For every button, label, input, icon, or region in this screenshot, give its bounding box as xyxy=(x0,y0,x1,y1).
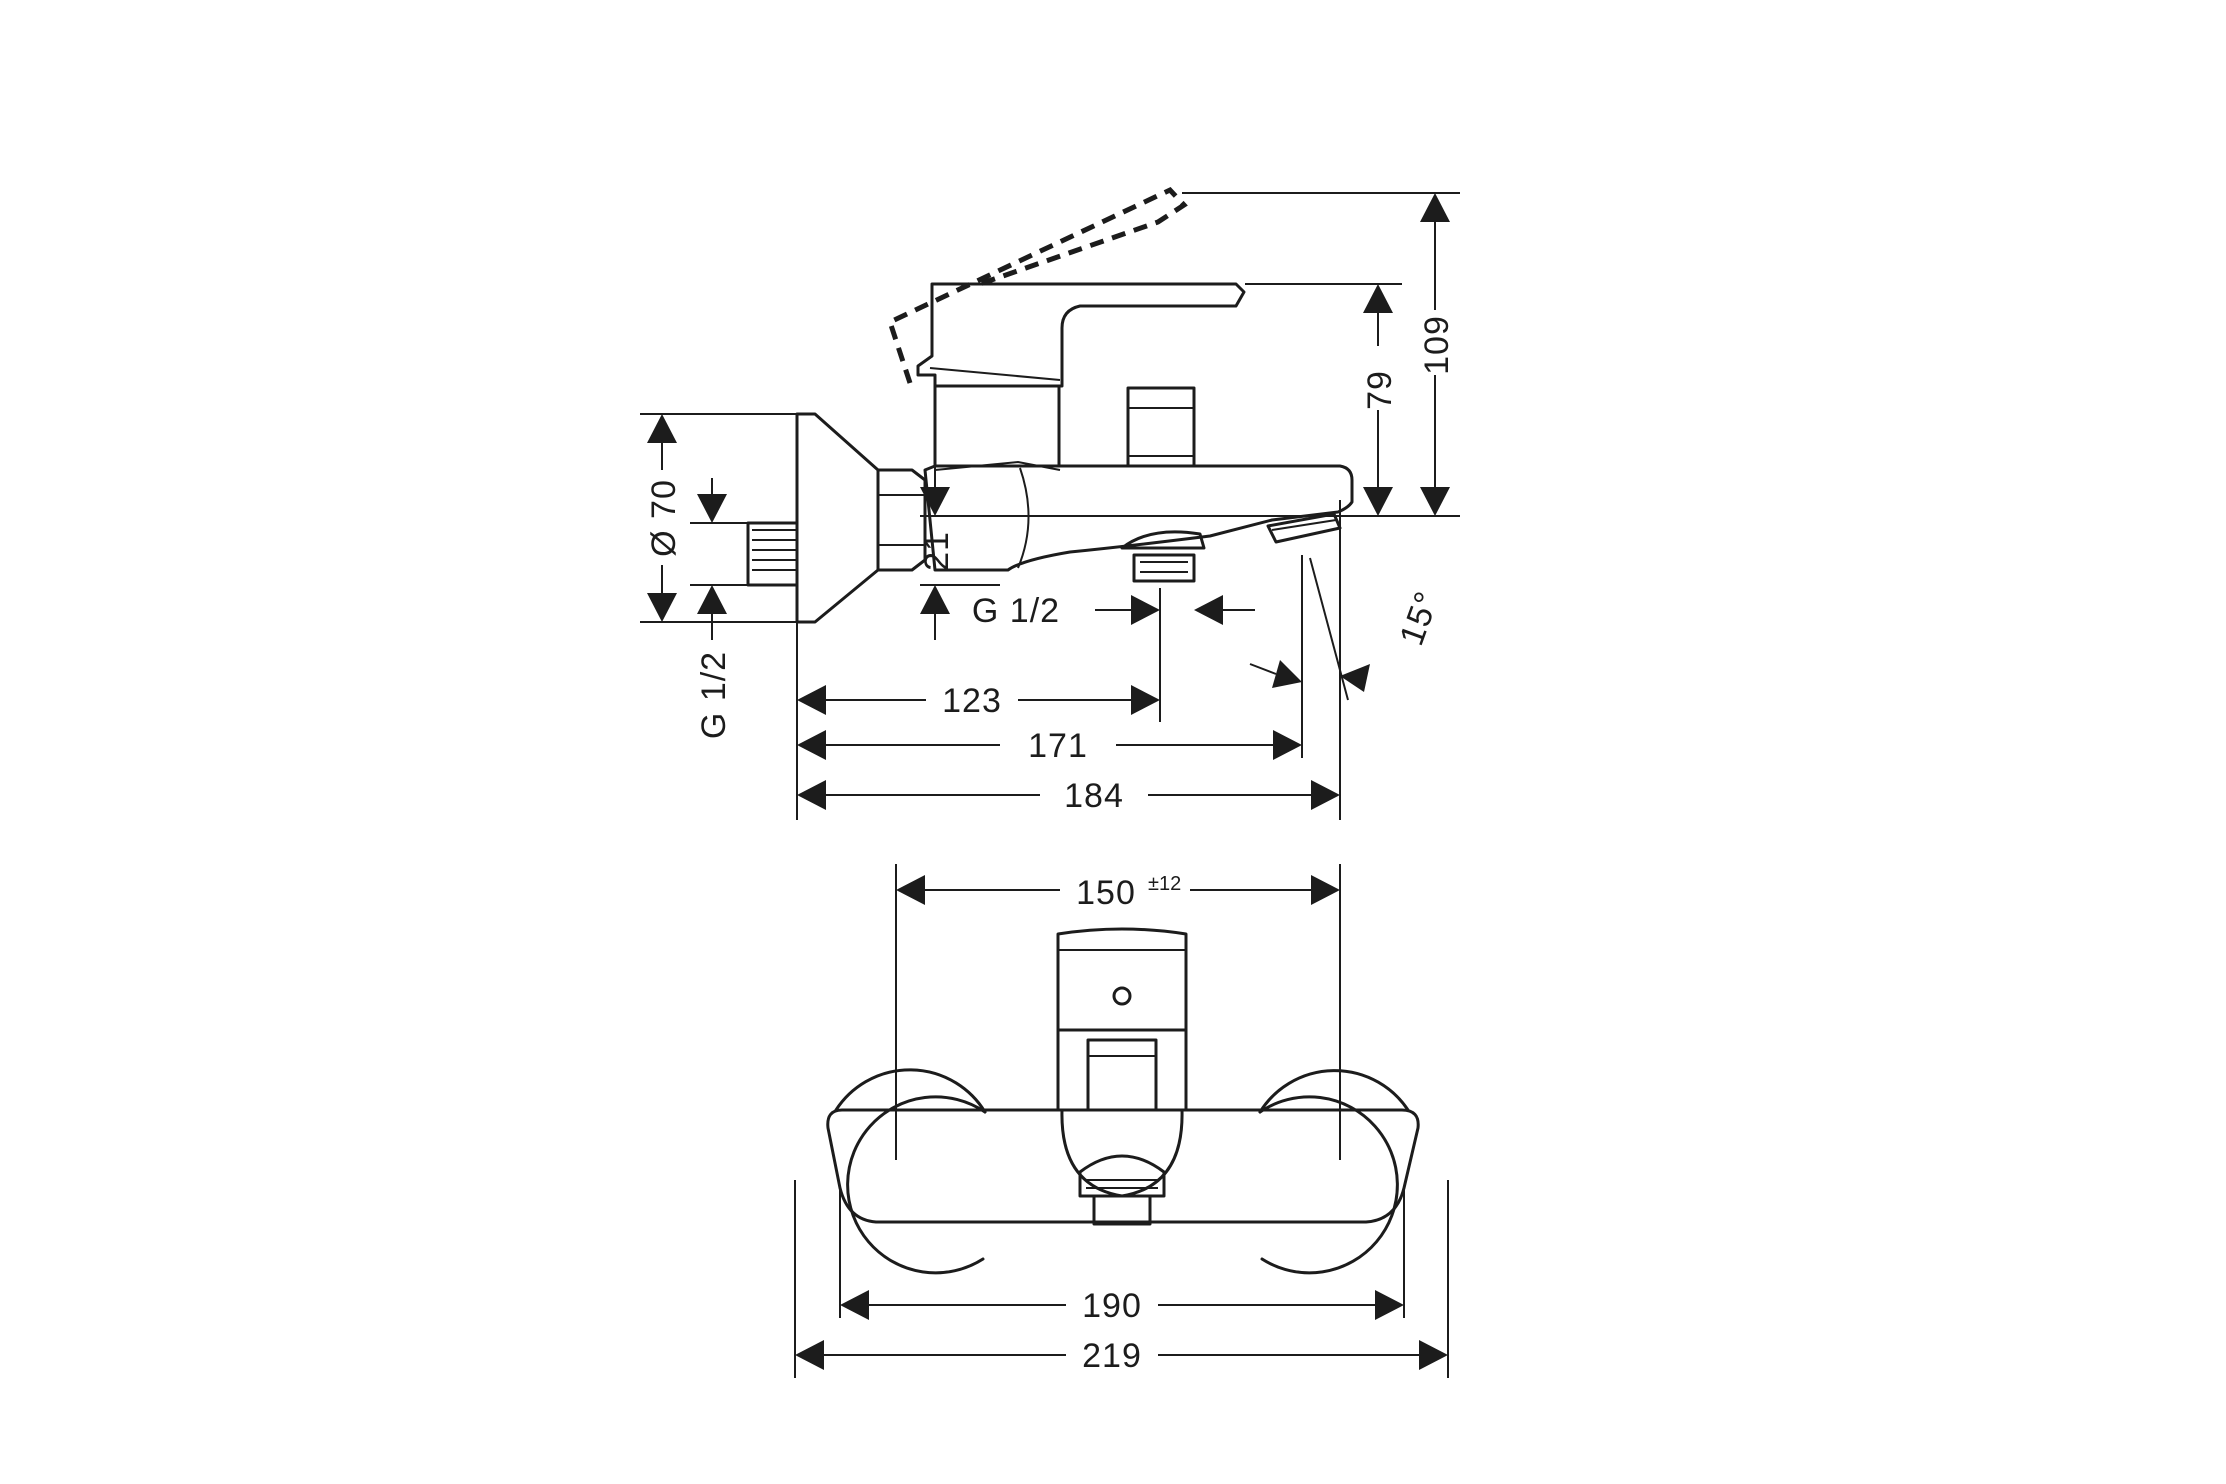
hex-nut xyxy=(876,468,927,572)
dim-angle-15: 15° xyxy=(1393,586,1447,650)
side-view: 109 79 Ø 70 G 1/2 21 G 1/2 xyxy=(640,186,1460,820)
mixer-body xyxy=(923,464,1354,572)
dim-79: 79 xyxy=(1361,370,1399,410)
dim-184: 184 xyxy=(1064,777,1124,815)
dim-inlet-g12: G 1/2 xyxy=(695,651,733,739)
cartridge-column xyxy=(933,384,1061,468)
dim-171: 171 xyxy=(1028,727,1088,765)
right-rosette-top xyxy=(1258,1069,1410,1114)
dim-109: 109 xyxy=(1418,315,1456,375)
diverter-cap xyxy=(1126,386,1196,468)
front-view: 150 ±12 190 219 xyxy=(794,864,1449,1378)
diverter-knob xyxy=(1120,530,1206,550)
dim-21: 21 xyxy=(918,531,956,571)
left-rosette-top xyxy=(834,1068,987,1114)
inlet-thread xyxy=(746,521,799,587)
bottom-outlet xyxy=(1132,553,1196,583)
front-aerator xyxy=(1078,1154,1166,1198)
front-lever-stem xyxy=(1056,1028,1188,1112)
dim-diameter-70: Ø 70 xyxy=(645,479,683,557)
dim-123: 123 xyxy=(942,682,1002,720)
indicator-dot xyxy=(1112,986,1132,1006)
front-outlet xyxy=(1092,1194,1152,1226)
lever-raised-dashed xyxy=(886,186,1188,384)
wall-rosette xyxy=(795,412,880,624)
dim-outlet-g12: G 1/2 xyxy=(972,592,1060,630)
dim-150-tolerance: ±12 xyxy=(1148,873,1181,895)
lever-handle xyxy=(916,282,1246,388)
dim-190: 190 xyxy=(1082,1287,1142,1325)
left-rosette xyxy=(846,1095,987,1275)
dim-150: 150 xyxy=(1076,874,1136,912)
right-rosette xyxy=(1258,1095,1399,1275)
front-body xyxy=(826,1108,1420,1224)
front-lever-head xyxy=(1056,927,1188,1032)
dim-219: 219 xyxy=(1082,1337,1142,1375)
